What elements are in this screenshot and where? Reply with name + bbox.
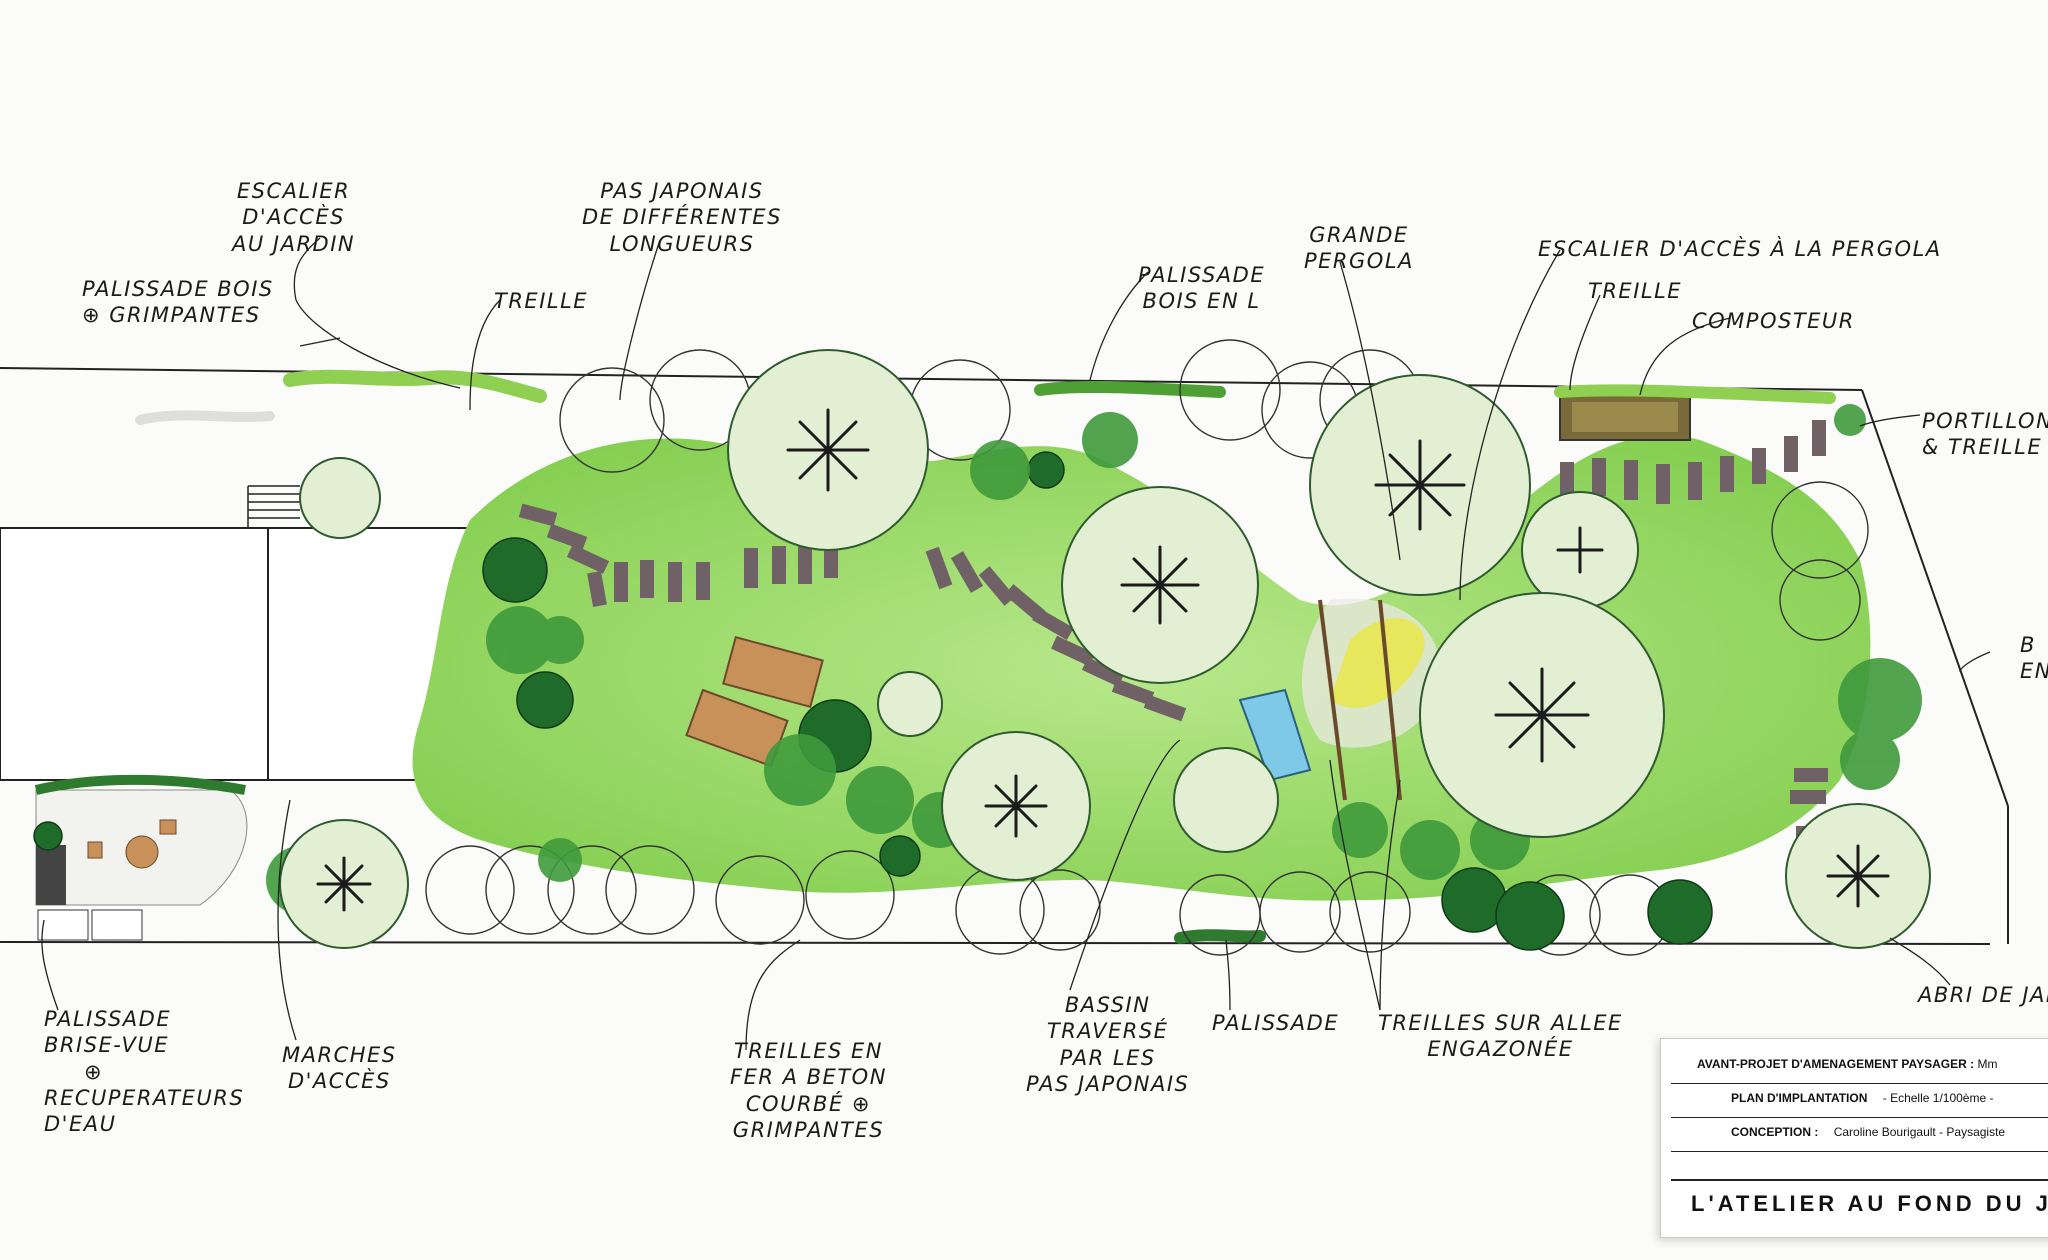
label-line: DE DIFFÉRENTES [582,205,782,230]
label-line: FER A BETON [730,1065,887,1090]
firm-name: L'ATELIER AU FOND DU JA [1691,1191,2048,1216]
scale: - Echelle 1/100ème - [1882,1091,1994,1105]
label-line: COURBÉ ⊕ [745,1091,871,1116]
label-line: PAR LES [1059,1045,1156,1070]
label-treille-left: TREILLE [494,289,589,313]
title-block: AVANT-PROJET D'AMENAGEMENT PAYSAGER : Mm… [1660,1038,2048,1238]
label-line: AU JARDIN [232,231,356,256]
label-line: PERGOLA [1304,249,1414,274]
label-portillon: PORTILLON & TREILLE [1922,408,2048,461]
label-line: D'ACCÈS [242,205,345,230]
label-treille-right: TREILLE [1588,279,1683,303]
label-line: ESCALIER [236,179,351,203]
label-line: EN [2020,659,2048,684]
label-line: ENGAZONÉE [1427,1037,1574,1062]
pergola [1301,598,1442,801]
label-escalier-jardin: ESCALIER D'ACCÈS AU JARDIN [232,178,355,257]
label-line: TRAVERSÉ [1046,1019,1169,1044]
label-palissade-brise: PALISSADE BRISE-VUE ⊕ RECUPERATEURS D'EA… [44,1006,244,1137]
title-row-1: AVANT-PROJET D'AMENAGEMENT PAYSAGER : Mm [1671,1057,2048,1084]
label-line: MARCHES [282,1043,397,1067]
tree-outlines [425,339,1869,956]
terrace [34,774,248,941]
label-line: PAS JAPONAIS [600,179,764,203]
label-line: BOIS EN L [1142,289,1261,314]
label-edge-right: B EN [2020,632,2048,685]
dark-shrubs [33,451,1713,951]
client-name: Mm [1977,1057,1998,1071]
label-line: D'EAU [44,1112,117,1136]
designer: Caroline Bourigault - Paysagiste [1833,1125,2006,1139]
label-line: PALISSADE [1138,263,1266,287]
label-treilles-fer: TREILLES EN FER A BETON COURBÉ ⊕ GRIMPAN… [730,1038,887,1143]
tree-branches [316,408,1890,912]
label-line: TREILLES EN [733,1039,883,1063]
label-line: & TREILLE [1922,435,2043,460]
label-line: LONGUEURS [609,231,755,256]
loungers [685,635,824,768]
label-marches: MARCHES D'ACCÈS [282,1042,397,1095]
label-line: B [2020,633,2036,657]
label-line: GRANDE [1309,223,1409,247]
label-palissade-l: PALISSADE BOIS EN L [1138,262,1265,315]
label-pas-japonais: PAS JAPONAIS DE DIFFÉRENTES LONGUEURS [582,178,782,257]
label-bassin: BASSIN TRAVERSÉ PAR LES PAS JAPONAIS [1026,992,1189,1097]
plan-type: PLAN D'IMPLANTATION [1731,1091,1868,1105]
label-line: TREILLES SUR ALLEE [1378,1011,1623,1035]
label-line: PALISSADE BOIS [82,277,274,301]
label-palissade-bois: PALISSADE BOIS ⊕ GRIMPANTES [82,276,274,329]
label-grande-pergola: GRANDE PERGOLA [1304,222,1414,275]
project-title: AVANT-PROJET D'AMENAGEMENT PAYSAGER : [1697,1057,1975,1071]
conception-label: CONCEPTION : [1731,1125,1819,1139]
label-abri: ABRI DE JARD [1918,983,2048,1007]
pond [1238,688,1312,782]
label-treilles-allee: TREILLES SUR ALLEE ENGAZONÉE [1378,1010,1623,1063]
label-escalier-pergola: ESCALIER D'ACCÈS À LA PERGOLA [1538,237,1942,261]
label-line: PAS JAPONAIS [1026,1071,1190,1096]
label-composteur: COMPOSTEUR [1692,309,1855,333]
label-line: GRIMPANTES [732,1117,885,1142]
label-line: PORTILLON [1922,409,2048,433]
hedges [135,369,1836,944]
label-line: D'ACCÈS [287,1069,391,1094]
label-line: BASSIN [1064,993,1151,1017]
title-row-4 [1671,1159,2048,1181]
label-palissade-bottom: PALISSADE [1212,1011,1340,1035]
label-line: BRISE-VUE [44,1033,170,1058]
label-line: ⊕ [84,1059,104,1084]
label-line: RECUPERATEURS [44,1085,245,1110]
label-line: ⊕ GRIMPANTES [82,303,261,328]
composter [1559,393,1691,441]
title-row-3: CONCEPTION : Caroline Bourigault - Paysa… [1671,1125,2048,1152]
leader-lines [41,237,1991,1051]
label-line: PALISSADE [44,1007,172,1031]
title-row-2: PLAN D'IMPLANTATION - Echelle 1/100ème - [1671,1091,2048,1118]
house-footprint [0,485,477,781]
